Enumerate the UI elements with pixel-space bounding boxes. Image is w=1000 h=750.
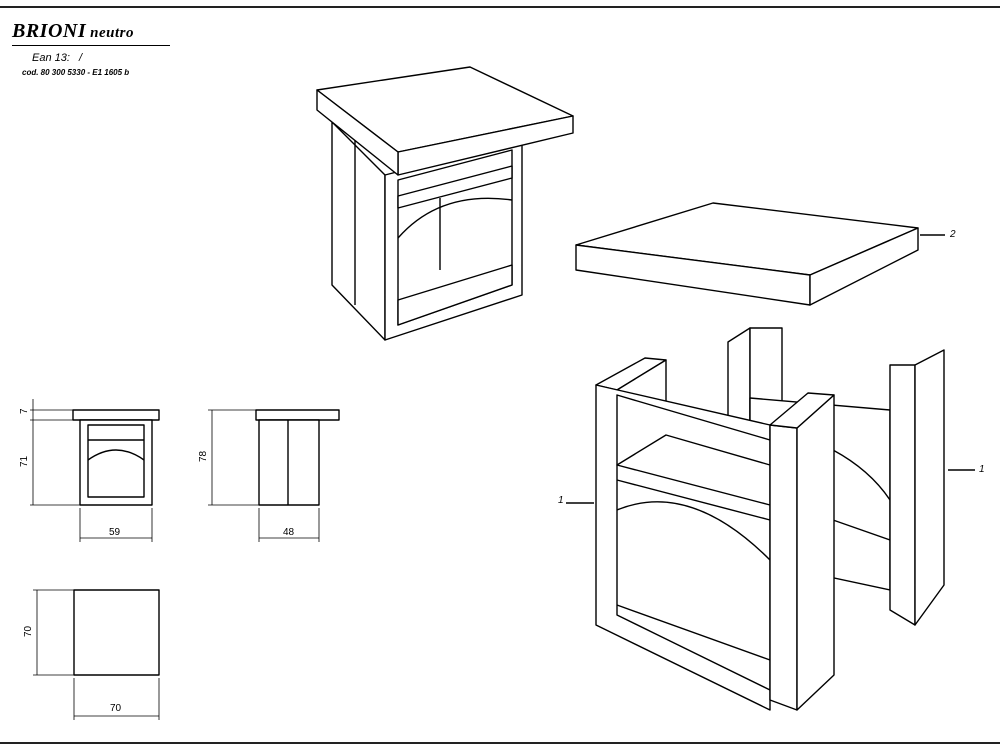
top-border: [0, 6, 1000, 8]
assembled-top-left-edge: [316, 89, 399, 176]
back-post-right-front: [889, 364, 916, 626]
part-label-side-left: 1: [558, 495, 564, 506]
bottom-border: [0, 742, 1000, 744]
product-variant: neutro: [90, 25, 134, 41]
product-code: cod. 80 300 5330 - E1 1605 b: [22, 68, 130, 77]
front-post-right-side: [796, 394, 835, 711]
front-elev-top: [72, 409, 160, 421]
assembled-view: [316, 66, 574, 341]
ean-label: Ean 13:: [32, 52, 70, 64]
back-arch: [832, 449, 891, 501]
title-underline: [12, 45, 170, 46]
ean-value: /: [78, 52, 83, 64]
dim-side-height: 78: [198, 450, 209, 462]
assembled-inner-floor: [397, 264, 513, 326]
exploded-top-slab: [575, 202, 919, 306]
front-elev-arch: [87, 449, 145, 461]
dim-plan-depth: 70: [23, 625, 34, 637]
dim-front-top-height: 7: [19, 408, 30, 414]
dim-front-body-height: 71: [19, 455, 30, 467]
part-label-side-right: 1: [979, 464, 985, 475]
side-elevation: [255, 409, 340, 506]
assembled-shelf-front: [397, 165, 513, 209]
ean-line: Ean 13: /: [32, 52, 82, 64]
part-label-top: 2: [949, 229, 956, 240]
front-post-right-front: [769, 424, 798, 711]
front-elev-opening: [87, 424, 145, 498]
dim-front-width: 59: [109, 527, 121, 538]
back-post-right-side: [914, 349, 945, 626]
product-name: BRIONI: [12, 20, 87, 42]
slab-right-edge: [809, 227, 919, 306]
back-shelf: [832, 519, 891, 541]
front-arch: [616, 501, 771, 561]
side-elev-top: [255, 409, 340, 421]
exploded-front-side: [595, 357, 835, 711]
dim-side-depth: 48: [283, 527, 295, 538]
front-shelf-edge: [616, 479, 771, 521]
front-elevation: [72, 409, 160, 506]
assembled-arch: [397, 197, 513, 239]
front-inner-floor: [616, 604, 771, 661]
front-post-right-top: [769, 392, 835, 429]
plan-view: [73, 589, 160, 676]
side-elev-body: [258, 419, 320, 506]
dim-plan-width: 70: [110, 703, 122, 714]
